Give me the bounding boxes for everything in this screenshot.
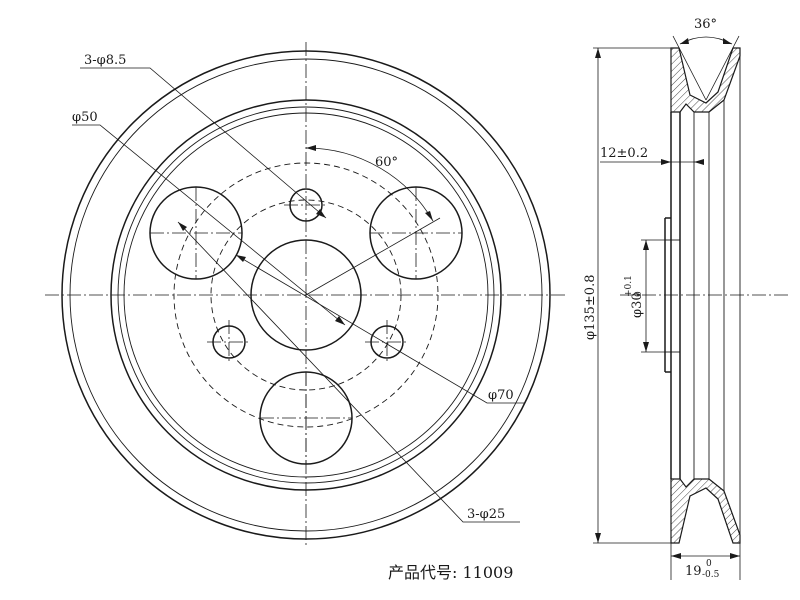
- groove-angle-label: 36°: [694, 17, 717, 32]
- groove-angle-line: [672, 35, 707, 101]
- outer-rim-inner-circle: [69, 58, 543, 532]
- arrowhead: [335, 316, 345, 325]
- bore-label: φ30: [630, 292, 645, 318]
- arrowhead: [694, 159, 704, 165]
- arrowhead: [680, 38, 689, 44]
- arrowhead: [661, 159, 671, 165]
- bolt-circle-small: [210, 199, 402, 391]
- hole-center-marks: [150, 187, 462, 464]
- angle-radial-line: [305, 217, 441, 296]
- side-view: φ135±0.8 φ30 +0.1 0 12±0.2: [583, 17, 790, 580]
- flange-label: 12±0.2: [600, 146, 648, 161]
- angle-arc: [305, 147, 434, 222]
- arrowhead: [643, 342, 649, 352]
- small-hole-label: 3-φ8.5: [84, 53, 126, 68]
- width-tolerance-lower: -0.5: [702, 570, 720, 580]
- large-hole-leader: [177, 221, 520, 523]
- angle-label: 60°: [375, 155, 398, 170]
- arrowhead: [425, 211, 433, 221]
- arrowhead: [723, 38, 732, 44]
- lower-groove-section: [670, 478, 741, 544]
- bolt-circle-large: [173, 162, 439, 428]
- arrowhead: [595, 533, 601, 543]
- arrowhead: [178, 222, 187, 231]
- arrowhead: [306, 145, 316, 151]
- large-hole-label: 3-φ25: [467, 507, 505, 522]
- upper-groove-section: [670, 47, 741, 113]
- bore-tolerance-upper: +0.1: [624, 275, 634, 297]
- arrowhead: [671, 553, 681, 559]
- small-hole-leader: [80, 67, 327, 219]
- hub-circle: [250, 239, 362, 351]
- bore-tolerance-lower: 0: [634, 291, 644, 297]
- groove-inner-circle: [117, 106, 495, 484]
- bolt-circle-label: φ70: [488, 388, 514, 403]
- bolt-circle-leader: [235, 254, 525, 404]
- groove-circle: [110, 99, 502, 491]
- width-tolerance-upper: 0: [706, 559, 712, 569]
- product-code-label: 产品代号: 11009: [388, 563, 513, 582]
- arrowhead: [595, 48, 601, 58]
- hub-label: φ50: [72, 110, 98, 125]
- front-view: 60° 3-φ8.5 φ50 φ70 3-φ25: [45, 42, 568, 548]
- face-circle: [123, 112, 489, 478]
- hub-leader: [72, 124, 346, 326]
- width-label: 19: [685, 564, 702, 579]
- outer-rim-circle: [61, 50, 551, 540]
- arrowhead: [316, 209, 326, 218]
- arrowhead: [730, 553, 740, 559]
- groove-angle-line: [705, 35, 740, 101]
- arrowhead: [236, 255, 246, 262]
- arrowhead: [643, 240, 649, 250]
- outer-diameter-label: φ135±0.8: [583, 275, 598, 340]
